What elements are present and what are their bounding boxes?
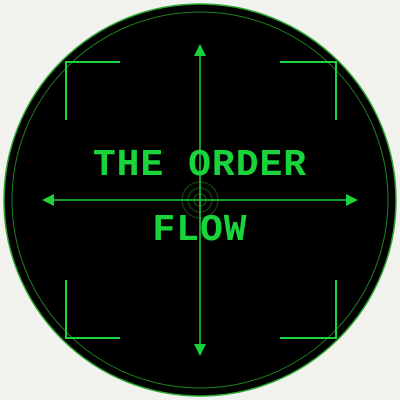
arrow-left-icon (42, 194, 54, 206)
arrow-down-icon (194, 344, 206, 356)
arrow-right-icon (346, 194, 358, 206)
inner-ring (11, 11, 389, 389)
corner-bracket-bottom-left (65, 280, 120, 339)
arrow-up-icon (194, 44, 206, 56)
title-line-2: FLOW (152, 209, 247, 252)
title-line-1: THE ORDER (93, 144, 307, 187)
corner-bracket-icon (65, 61, 337, 339)
corner-bracket-top-left (65, 61, 120, 120)
crosshair-icon (44, 46, 356, 354)
corner-bracket-top-right (280, 61, 337, 120)
corner-bracket-bottom-right (280, 280, 337, 339)
